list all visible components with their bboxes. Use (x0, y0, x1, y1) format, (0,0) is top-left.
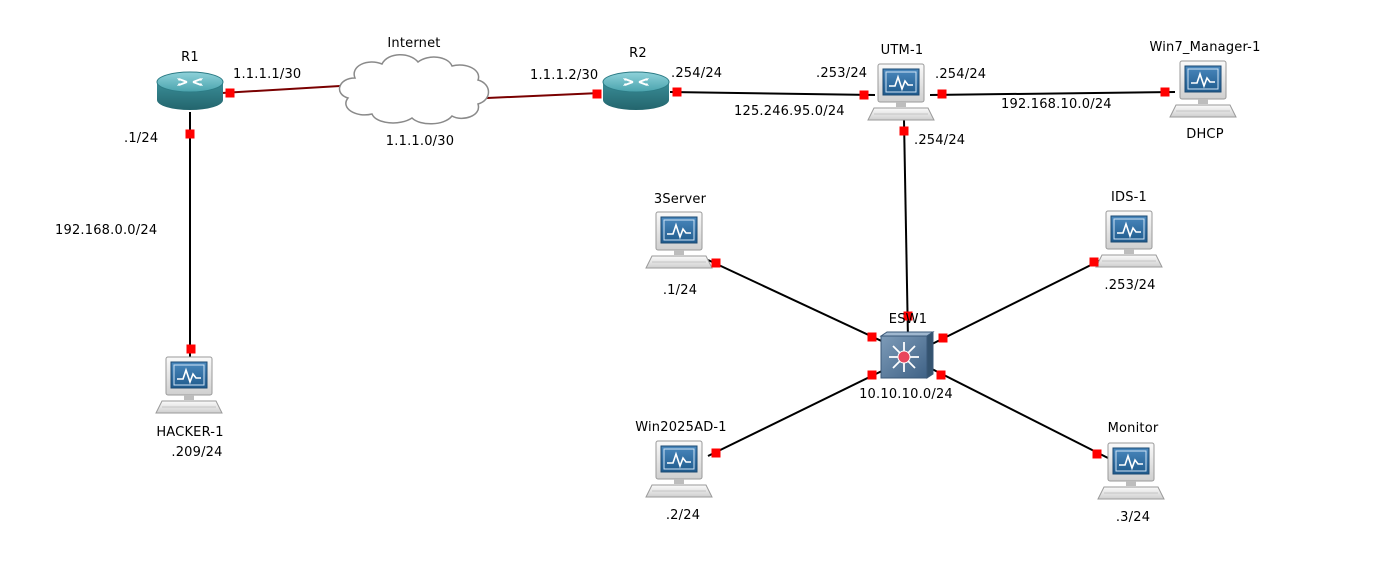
label-r2-lan-ip: .254/24 (671, 66, 723, 81)
label-win2025: Win2025AD-1 (635, 420, 727, 435)
cloud-internet[interactable] (338, 54, 490, 125)
label-r1-lan-ip: .1/24 (124, 131, 159, 146)
pc-utm1[interactable] (867, 63, 935, 121)
label-win7-dhcp: DHCP (1186, 127, 1224, 142)
link-monitor-esw1 (929, 367, 1109, 459)
label-utm-outside-net: 125.246.95.0/24 (734, 104, 845, 119)
port-ids1 (1089, 257, 1099, 267)
port-esw1-p2 (903, 311, 913, 321)
link-internet-r2 (486, 92, 601, 99)
port-r2-e1 (672, 87, 682, 97)
label-monitor-ip: .3/24 (1115, 510, 1151, 525)
pc-icon (1095, 210, 1163, 268)
port-r2-e0 (592, 89, 602, 99)
label-utm-outside-ip: .253/24 (816, 66, 868, 81)
switch-icon (879, 331, 935, 379)
link-ids1-esw1 (929, 257, 1106, 346)
switch-esw1[interactable] (879, 331, 935, 379)
port-win7 (1160, 87, 1170, 97)
label-utm1: UTM-1 (880, 43, 924, 58)
link-win2025-esw1 (707, 367, 889, 457)
port-r1-e1 (185, 129, 195, 139)
pc-ids1[interactable] (1095, 210, 1163, 268)
label-win7: Win7_Manager-1 (1149, 40, 1261, 55)
port-hacker (186, 344, 196, 354)
port-esw1-p1 (867, 332, 877, 342)
label-utm-inside-ip: .254/24 (935, 67, 987, 82)
pc-icon (645, 440, 713, 498)
link-r1-internet (221, 85, 341, 94)
router-icon (602, 71, 670, 110)
label-r1-wan-ip: 1.1.1.1/30 (233, 67, 302, 82)
label-r1: R1 (181, 50, 199, 65)
pc-icon (1169, 60, 1237, 118)
router-icon (156, 71, 224, 110)
label-ids1: IDS-1 (1110, 190, 1148, 205)
link-3server-esw1 (707, 259, 891, 346)
link-utm-esw1 (903, 119, 909, 341)
port-monitor (1092, 449, 1102, 459)
label-hacker: HACKER-1 (156, 425, 224, 440)
label-r2-wan-ip: 1.1.1.2/30 (530, 68, 599, 83)
pc-icon (645, 211, 713, 269)
pc-monitor[interactable] (1097, 442, 1165, 500)
link-r2-utm (669, 91, 876, 96)
port-3server (711, 258, 721, 268)
pc-hacker[interactable] (155, 356, 223, 414)
label-utm-dmz-ip: .254/24 (914, 133, 966, 148)
link-utm-win7 (929, 91, 1176, 96)
port-esw1-p3 (938, 333, 948, 343)
label-3server-ip: .1/24 (662, 283, 698, 298)
cloud-icon (338, 54, 490, 125)
pc-icon (867, 63, 935, 121)
label-mgmt-net: 192.168.10.0/24 (1001, 97, 1112, 112)
pc-win7[interactable] (1169, 60, 1237, 118)
port-esw1-p5 (936, 370, 946, 380)
pc-3server[interactable] (645, 211, 713, 269)
port-utm-outside (859, 90, 869, 100)
label-3server: 3Server (653, 192, 707, 207)
port-win2025 (711, 448, 721, 458)
label-win2025-ip: .2/24 (665, 508, 701, 523)
label-ids1-ip: .253/24 (1104, 278, 1156, 293)
label-esw1-subnet: 10.10.10.0/24 (859, 387, 953, 402)
label-lan-hacker-net: 192.168.0.0/24 (55, 223, 158, 238)
label-r2: R2 (629, 46, 647, 61)
label-internet-net: 1.1.1.0/30 (385, 134, 455, 149)
port-esw1-p4 (867, 370, 877, 380)
router-r1[interactable] (156, 71, 224, 110)
pc-win2025[interactable] (645, 440, 713, 498)
port-utm-inside (937, 89, 947, 99)
pc-icon (1097, 442, 1165, 500)
label-internet: Internet (387, 36, 441, 51)
label-monitor: Monitor (1107, 421, 1159, 436)
label-hacker-ip: .209/24 (171, 445, 223, 460)
label-esw1: ESW1 (888, 312, 928, 327)
pc-icon (155, 356, 223, 414)
router-r2[interactable] (602, 71, 670, 110)
port-r1-e0 (225, 88, 235, 98)
port-utm-dmz (899, 126, 909, 136)
